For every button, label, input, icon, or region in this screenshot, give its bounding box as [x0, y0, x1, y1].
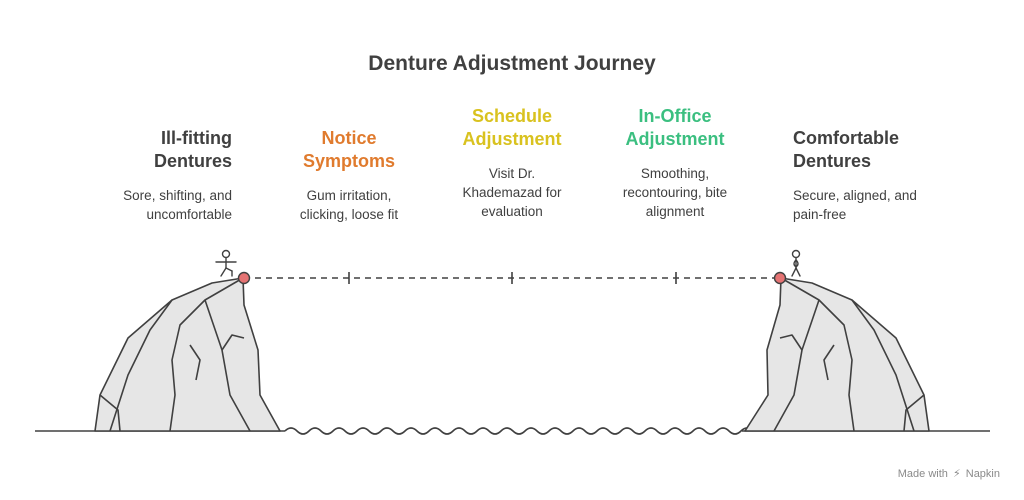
stage-description: Secure, aligned, and pain-free	[793, 188, 917, 222]
stage-title: Ill-fitting Dentures	[153, 128, 232, 171]
stage-description: Sore, shifting, and uncomfortable	[123, 188, 232, 222]
stage-title: In-Office Adjustment	[625, 106, 725, 149]
standing-person-icon	[791, 249, 801, 277]
stage-schedule-adjustment: Schedule Adjustment Visit Dr. Khademazad…	[427, 105, 597, 221]
napkin-bolt-icon: ⚡	[952, 468, 961, 480]
water-waves	[284, 427, 754, 435]
stage-title: Comfortable Dentures	[793, 128, 900, 171]
stage-notice-symptoms: Notice Symptoms Gum irritation, clicking…	[264, 127, 434, 224]
page-title: Denture Adjustment Journey	[368, 52, 656, 75]
right-cliff	[744, 277, 930, 432]
end-endpoint	[773, 271, 787, 285]
stage-description: Gum irritation, clicking, loose fit	[299, 188, 399, 222]
left-cliff	[94, 277, 281, 432]
stage-ill-fitting-dentures: Ill-fitting Dentures Sore, shifting, and…	[62, 127, 232, 224]
walking-person-icon	[215, 249, 237, 277]
stage-title: Schedule Adjustment	[462, 106, 562, 149]
start-endpoint	[237, 271, 251, 285]
stage-comfortable-dentures: Comfortable Dentures Secure, aligned, an…	[793, 127, 963, 224]
stage-description: Smoothing, recontouring, bite alignment	[622, 166, 728, 219]
stage-description: Visit Dr. Khademazad for evaluation	[462, 166, 562, 219]
stage-title: Notice Symptoms	[302, 128, 396, 171]
stage-in-office-adjustment: In-Office Adjustment Smoothing, recontou…	[590, 105, 760, 221]
footer-credit: Made with ⚡ Napkin	[897, 468, 1000, 480]
